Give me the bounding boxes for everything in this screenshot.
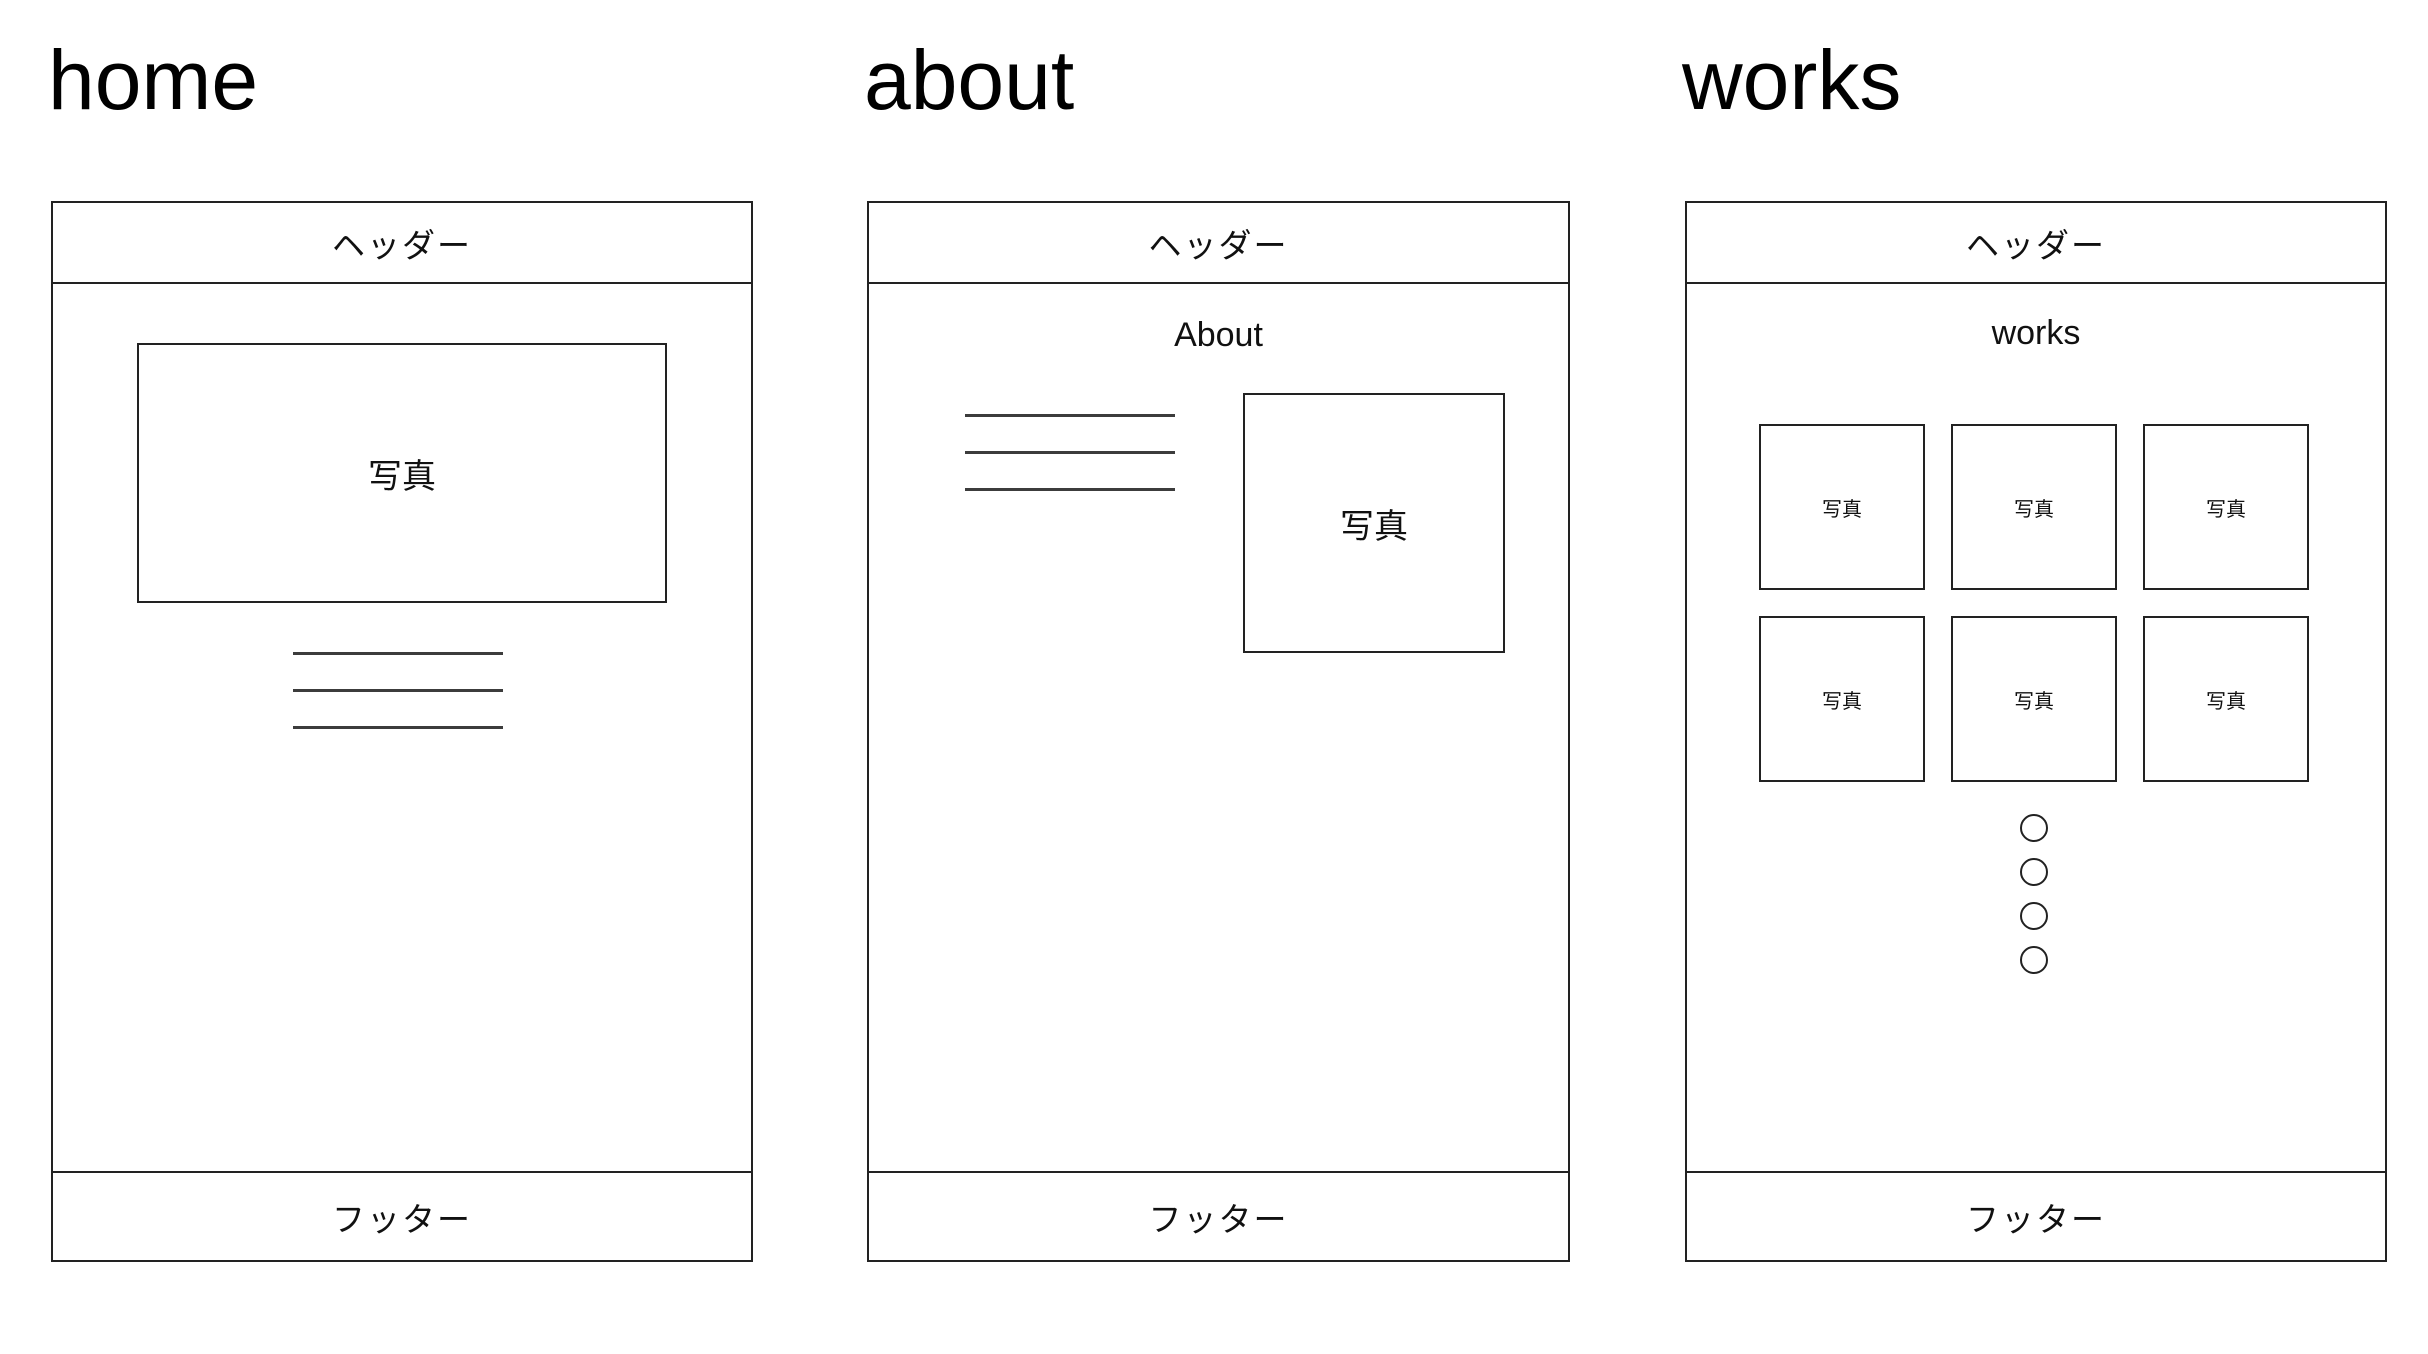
photo-label: 写真 [1340,507,1408,546]
gallery-tile: 写真 [2143,424,2309,590]
footer-label: フッター [1966,1200,2106,1238]
text-line [965,488,1175,491]
section-heading: works [1991,314,2081,352]
tile-label: 写真 [2014,498,2054,521]
header-band: ヘッダー [869,203,1568,284]
gallery-tile: 写真 [1759,616,1925,782]
hero-photo-placeholder: 写真 [137,343,667,603]
text-line [293,689,503,692]
gallery-tile: 写真 [2143,616,2309,782]
section-heading: About [1174,316,1263,354]
page-title-home: home [48,33,259,127]
text-line [965,414,1175,417]
wireframe-frame-home: ヘッダー 写真 フッター [51,201,753,1262]
footer-band: フッター [869,1171,1568,1260]
pagination-dot [2020,946,2048,974]
gallery-tile: 写真 [1951,616,2117,782]
page-title-about: about [864,33,1075,127]
text-line [293,726,503,729]
footer-band: フッター [53,1171,751,1260]
pagination-dot [2020,814,2048,842]
wireframe-frame-about: ヘッダー About 写真 フッター [867,201,1570,1262]
header-label: ヘッダー [332,226,472,264]
header-label: ヘッダー [1148,226,1289,264]
wireframe-frame-works: ヘッダー works 写真 写真 写真 写真 写真 写真 フッター [1685,201,2387,1262]
text-line [293,652,503,655]
pagination-dot [2020,858,2048,886]
gallery-tile: 写真 [1951,424,2117,590]
header-band: ヘッダー [53,203,751,284]
pagination-dot [2020,902,2048,930]
footer-label: フッター [1148,1200,1289,1238]
header-label: ヘッダー [1966,226,2106,264]
text-line [965,451,1175,454]
tile-label: 写真 [1822,690,1862,713]
tile-label: 写真 [1822,498,1862,521]
tile-label: 写真 [2206,690,2246,713]
tile-label: 写真 [2206,498,2246,521]
header-band: ヘッダー [1687,203,2385,284]
photo-label: 写真 [368,457,436,496]
footer-label: フッター [332,1200,472,1238]
page-title-works: works [1682,33,1902,127]
tile-label: 写真 [2014,690,2054,713]
gallery-tile: 写真 [1759,424,1925,590]
about-photo-placeholder: 写真 [1243,393,1505,653]
footer-band: フッター [1687,1171,2385,1260]
